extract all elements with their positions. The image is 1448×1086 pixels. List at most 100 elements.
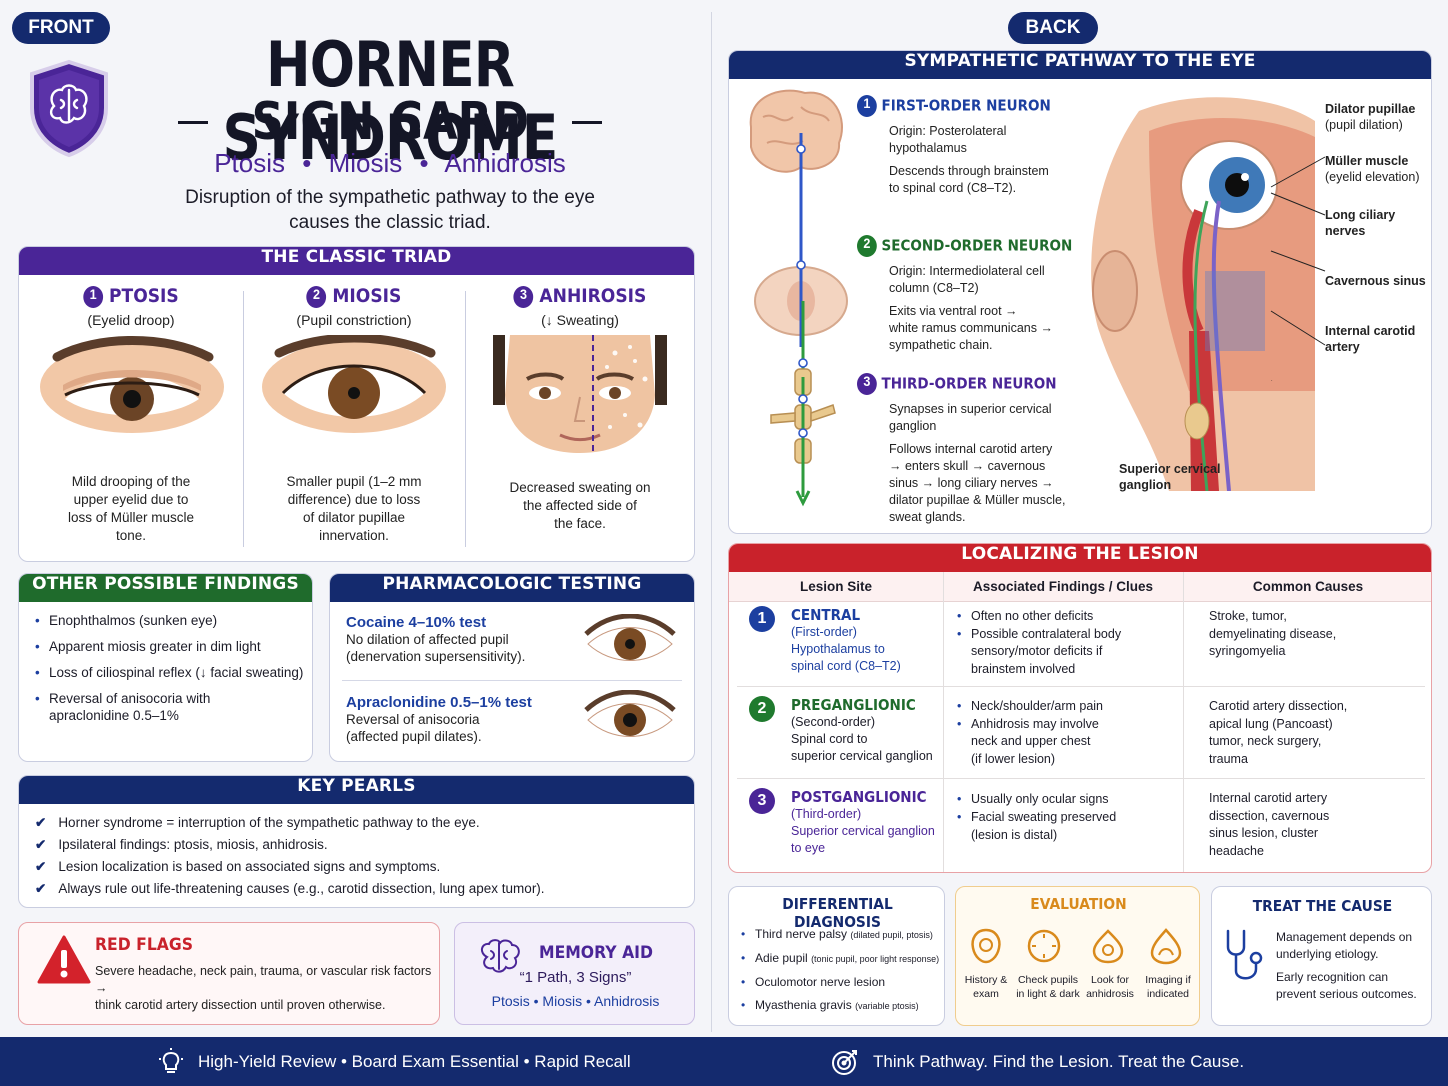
front-label: FRONT — [12, 12, 110, 44]
cause-line: sinus lesion, cluster — [1209, 826, 1319, 840]
footer-right-text: Think Pathway. Find the Lesion. Treat th… — [873, 1052, 1245, 1071]
number-badge: 2 — [306, 285, 327, 308]
desc-line: Mild drooping of the — [71, 474, 191, 489]
memory-aid-title: MEMORY AID — [539, 943, 653, 963]
causes: Internal carotid artery dissection, cave… — [1209, 790, 1424, 860]
neuron-line: column (C8–T2) — [889, 281, 979, 295]
treat-text: Management depends on underlying etiolog… — [1276, 929, 1431, 1003]
desc-line: the affected side of — [523, 498, 637, 513]
number-badge: 3 — [513, 285, 534, 308]
list-item-line: apraclonidine 0.5–1% — [49, 708, 179, 723]
label-muller-muscle: Müller muscle — [1325, 154, 1409, 168]
cause-line: trauma — [1209, 751, 1248, 766]
differential-diagnosis-panel: DIFFERENTIAL DIAGNOSIS Third nerve palsy… — [728, 886, 945, 1026]
causes: Stroke, tumor, demyelinating disease, sy… — [1209, 608, 1424, 661]
sign: Ptosis — [491, 993, 530, 1009]
test-name: Cocaine 4–10% test — [346, 614, 487, 631]
findings-list: Often no other deficits Possible contral… — [953, 608, 1179, 678]
triad-desc: Smaller pupil (1–2 mm difference) due to… — [243, 473, 465, 545]
brain-icon — [475, 937, 523, 977]
page-title: HORNER SYNDROME — [222, 28, 559, 174]
triad-name: ANHIROSIS — [539, 285, 647, 307]
desc-line: the face. — [554, 516, 606, 531]
eval-line: anhidrosis — [1086, 988, 1134, 1000]
sweat-drop-icon — [1090, 927, 1126, 965]
triad-sub: (Pupil constriction) — [296, 311, 412, 328]
page-subtitle-row: SIGN CARD — [120, 92, 660, 152]
site-name: POSTGANGLIONIC — [791, 788, 927, 806]
list-item: Third nerve palsy (dilated pupil, ptosis… — [737, 923, 944, 947]
neural-pathway-illustration — [741, 87, 851, 507]
label-sub: (pupil dilation) — [1325, 118, 1403, 132]
neuron-line: Synapses in superior cervical — [889, 402, 1052, 416]
desc-line: Decreased sweating on — [509, 480, 651, 495]
finding-line: Facial sweating preserved — [971, 810, 1117, 824]
title-dash-right — [571, 120, 602, 124]
neuron-line: sweat glands. — [889, 510, 966, 524]
finding-line: (lesion is distal) — [971, 828, 1058, 842]
list-item: ✔Horner syndrome = interruption of the s… — [35, 812, 685, 834]
lightbulb-icon — [156, 1047, 186, 1077]
label-line: Superior cervical — [1119, 462, 1221, 476]
other-findings-panel: OTHER POSSIBLE FINDINGS Enophthalmos (su… — [18, 573, 313, 762]
dx-note: (tonic pupil, poor light response) — [811, 954, 940, 964]
cause-line: Carotid artery dissection, — [1209, 699, 1348, 713]
column-header: Common Causes — [1252, 579, 1364, 594]
desc-line: difference) due to loss — [287, 492, 421, 507]
key-pearls-list: ✔Horner syndrome = interruption of the s… — [35, 812, 685, 900]
site-loc: Hypothalamus to — [791, 642, 885, 656]
triad-name: PTOSIS — [109, 285, 179, 307]
brain-shield-icon — [24, 58, 114, 158]
treat-header: TREAT THE CAUSE — [1252, 897, 1393, 915]
neuron-line: white ramus communicans → — [889, 321, 1053, 335]
finding-line: Possible contralateral body — [971, 626, 1122, 641]
eval-line: History & — [964, 974, 1008, 986]
list-item: Facial sweating preserved (lesion is dist… — [953, 808, 1179, 844]
memory-aid-panel: MEMORY AID “1 Path, 3 Signs” Ptosis • Mi… — [454, 922, 695, 1025]
key-pearls-header: KEY PEARLS — [19, 776, 694, 804]
cocaine-test: Cocaine 4–10% test No dilation of affect… — [346, 614, 586, 665]
neuron-title: SECOND-ORDER NEURON — [881, 236, 1073, 255]
divider — [243, 291, 244, 547]
intro-line: causes the classic triad. — [289, 212, 491, 233]
triad-dot: • — [419, 148, 429, 178]
list-item: Adie pupil (tonic pupil, poor light resp… — [737, 947, 944, 971]
neuron-line: Origin: Intermediolateral cell — [889, 264, 1045, 278]
dx-main: Third nerve palsy — [755, 927, 848, 941]
dx-note: (dilated pupil, ptosis) — [850, 930, 933, 940]
cause-line: demyelinating disease, — [1209, 626, 1337, 641]
label-line: ganglion — [1119, 478, 1172, 492]
findings-list: Usually only ocular signs Facial sweatin… — [953, 790, 1179, 844]
table-row: 3 — [749, 788, 775, 814]
row-divider — [737, 778, 1425, 779]
anatomy-labels: Dilator pupillae (pupil dilation) Müller… — [1325, 101, 1431, 355]
site-loc: spinal cord (C8–T2) — [791, 659, 901, 673]
neuron-line: Exits via ventral root → — [889, 304, 1018, 318]
label-internal-carotid: Internal carotid — [1325, 324, 1416, 338]
table-header-row: Lesion Site Associated Findings / Clues … — [729, 572, 1431, 602]
red-flags-line: Severe headache, neck pain, trauma, or v… — [95, 964, 432, 995]
classic-triad-panel: THE CLASSIC TRIAD 1 PTOSIS (Eyelid droop… — [18, 246, 695, 562]
check-icon: ✔ — [35, 859, 47, 874]
eval-line: indicated — [1146, 988, 1190, 1000]
pharmacologic-testing-panel: PHARMACOLOGIC TESTING Cocaine 4–10% test… — [329, 573, 695, 762]
dx-main: Oculomotor nerve lesion — [755, 975, 886, 989]
desc-line: of dilator pupillae — [302, 510, 406, 525]
label-superior-cervical-ganglion: Superior cervical ganglion — [1119, 461, 1220, 493]
second-order-neuron: 2 SECOND-ORDER NEURON Origin: Intermedio… — [857, 235, 1097, 354]
apraclonidine-test: Apraclonidine 0.5–1% test Reversal of an… — [346, 694, 586, 745]
column-header: Associated Findings / Clues — [972, 579, 1154, 594]
red-flags-panel: RED FLAGS Severe headache, neck pain, tr… — [18, 922, 440, 1025]
list-item: Myasthenia gravis (variable ptosis) — [737, 994, 944, 1018]
finding-line: brainstem involved — [971, 661, 1076, 676]
stethoscope-icon — [1222, 927, 1266, 987]
cause-line: syringomyelia — [1209, 644, 1286, 658]
cause-line: Internal carotid artery — [1209, 791, 1328, 805]
triad-desc: Mild drooping of the upper eyelid due to… — [19, 473, 243, 545]
neuron-line: hypothalamus — [889, 141, 967, 155]
lesion-site-postganglionic: POSTGANGLIONIC (Third-order) Superior ce… — [791, 788, 941, 857]
intro-text: Disruption of the sympathetic pathway to… — [120, 185, 660, 235]
list-item: Reversal of anisocoria withapraclonidine… — [31, 690, 311, 724]
neuron-line: Follows internal carotid artery — [889, 442, 1053, 456]
triad-anhidrosis: Anhidrosis — [444, 148, 566, 178]
